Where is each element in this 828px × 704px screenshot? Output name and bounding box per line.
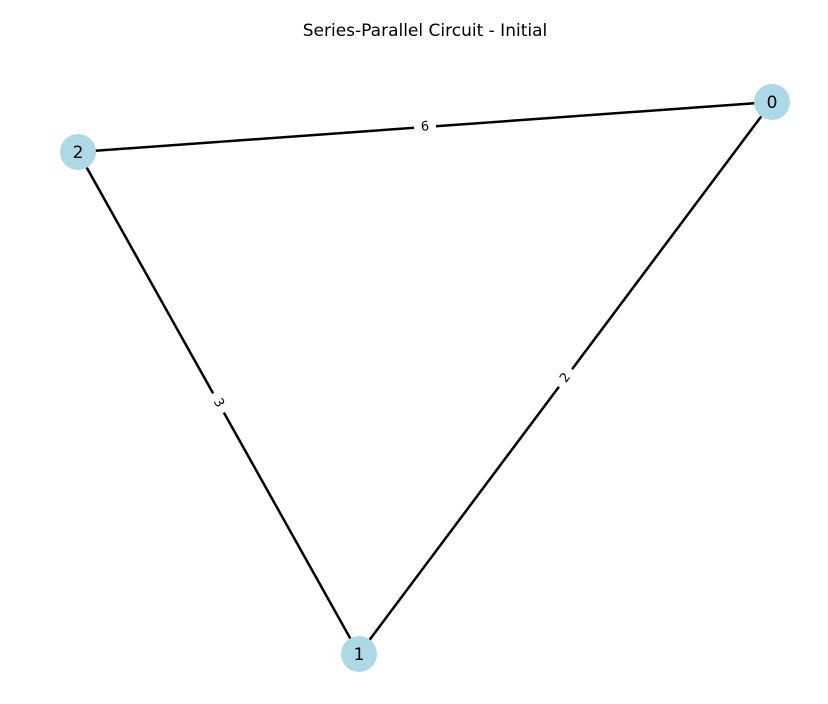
edge-label-group: 2 bbox=[551, 363, 580, 393]
node-circle bbox=[754, 84, 790, 120]
edge-label-group: 6 bbox=[413, 117, 437, 137]
edge-2-1: 3 bbox=[76, 151, 361, 655]
edge-label-group: 3 bbox=[205, 389, 232, 417]
nodes-layer: 0 1 2 bbox=[60, 84, 790, 672]
node-1: 1 bbox=[341, 636, 377, 672]
figure-title: Series-Parallel Circuit - Initial bbox=[303, 21, 547, 41]
edge-0-1: 2 bbox=[357, 101, 774, 655]
node-label: 0 bbox=[767, 93, 778, 113]
node-label: 1 bbox=[354, 645, 365, 665]
node-circle bbox=[341, 636, 377, 672]
node-circle bbox=[60, 134, 96, 170]
node-0: 0 bbox=[754, 84, 790, 120]
node-label: 2 bbox=[73, 143, 84, 163]
edge-label-background bbox=[413, 117, 437, 137]
edge-2-0: 6 bbox=[77, 100, 773, 154]
node-2: 2 bbox=[60, 134, 96, 170]
edge-label-background bbox=[205, 389, 232, 417]
edge-label-background bbox=[551, 363, 580, 393]
edge-weight-label: 6 bbox=[420, 119, 429, 135]
edges-layer: 6 3 2 bbox=[76, 100, 774, 655]
